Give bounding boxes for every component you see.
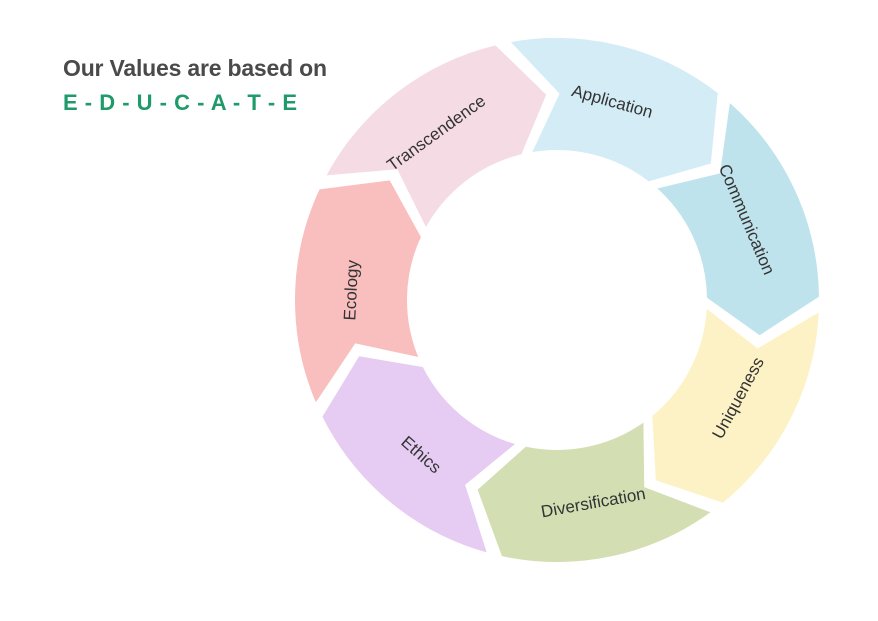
acronym-subtitle: E - D - U - C - A - T - E (63, 90, 298, 115)
cycle-segment-communication (648, 95, 823, 341)
cycle-segment-ecology (291, 176, 426, 411)
cycle-segment-ethics (317, 351, 524, 559)
cycle-segment-transcendence (319, 40, 551, 236)
page-title: Our Values are based on (63, 55, 327, 81)
cycle-segment-application (502, 34, 722, 186)
cycle-segment-diversification (472, 414, 719, 566)
cycle-label-ecology: Ecology (340, 259, 362, 321)
cycle-segment-uniqueness (648, 300, 823, 508)
